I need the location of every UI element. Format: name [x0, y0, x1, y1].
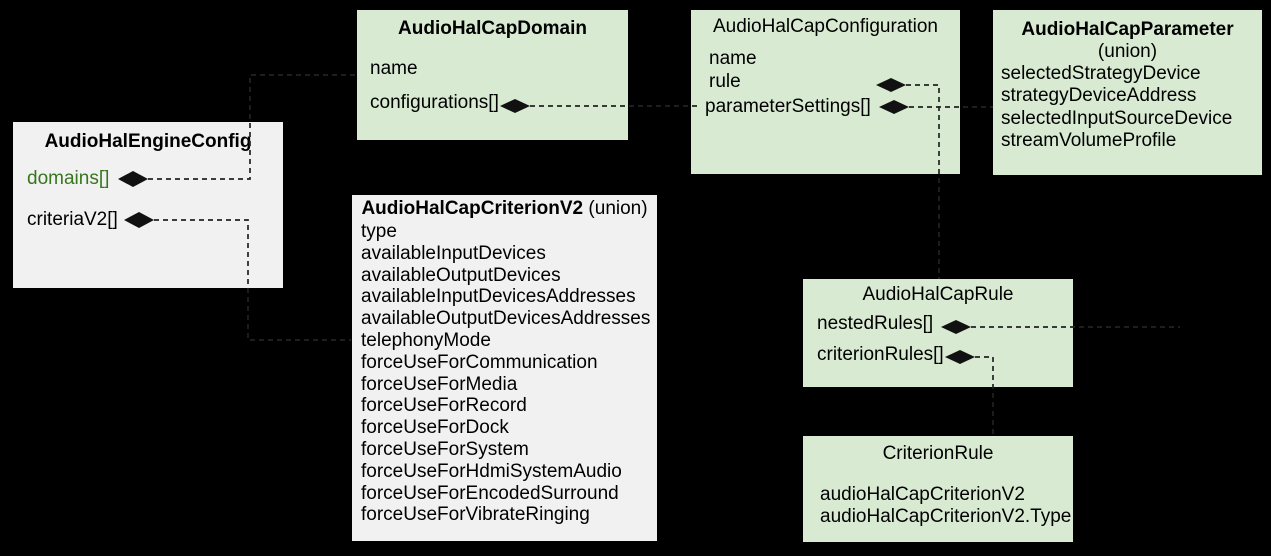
class-title-audiohalengineconfig: AudioHalEngineConfig — [44, 131, 252, 152]
field-name: name — [370, 58, 418, 79]
field-parameter-settings: parameterSettings[] — [705, 96, 871, 117]
field-criterion-rules: criterionRules[] — [817, 344, 944, 365]
class-box-audiohalcapdomain: AudioHalCapDomain name configurations[] — [357, 10, 628, 140]
class-box-audiohalcapconfiguration: AudioHalCapConfiguration name rule param… — [691, 10, 960, 174]
field-criteria-v2: criteriaV2[] — [27, 209, 118, 230]
class-box-audiohalcapparameter: AudioHalCapParameter (union) selectedStr… — [993, 10, 1262, 175]
class-title-audiohalcapparameter: AudioHalCapParameter — [1021, 19, 1234, 40]
field-domains: domains[] — [27, 168, 110, 189]
class-title-text: AudioHalCapCriterionV2 — [361, 198, 584, 219]
field-stream-volume-profile: streamVolumeProfile — [1001, 129, 1177, 151]
field-selected-strategy-device: selectedStrategyDevice — [1001, 63, 1201, 84]
class-title-audiohalcapconfiguration: AudioHalCapConfiguration — [713, 16, 938, 37]
field-available-input-devices: availableInputDevices — [361, 242, 546, 264]
field-force-use-for-communication: forceUseForCommunication — [361, 351, 598, 373]
field-available-output-devices: availableOutputDevices — [361, 264, 561, 286]
class-subtitle-union: (union) — [1097, 41, 1158, 62]
class-title-audiohalcapdomain: AudioHalCapDomain — [398, 18, 587, 39]
field-rule: rule — [709, 71, 741, 92]
field-force-use-for-system: forceUseForSystem — [361, 438, 529, 460]
class-box-audiohalcaprule: AudioHalCapRule nestedRules[] criterionR… — [803, 279, 1073, 387]
field-selected-input-source-device: selectedInputSourceDevice — [1001, 107, 1233, 129]
field-configurations: configurations[] — [370, 92, 499, 113]
field-name: name — [709, 48, 757, 69]
field-telephony-mode: telephonyMode — [361, 329, 491, 351]
field-available-output-devices-addresses: availableOutputDevicesAddresses — [361, 308, 651, 330]
class-title-criterionrule: CriterionRule — [882, 443, 994, 464]
field-audiohalcapcriterionv2-type: audioHalCapCriterionV2.Type — [820, 506, 1072, 527]
class-box-criterionrule: CriterionRule audioHalCapCriterionV2 aud… — [803, 436, 1073, 542]
field-force-use-for-record: forceUseForRecord — [361, 395, 527, 417]
field-force-use-for-media: forceUseForMedia — [361, 373, 518, 395]
class-box-audiohalcapcriterionv2: AudioHalCapCriterionV2 (union) type avai… — [352, 195, 657, 541]
field-list-audiohalcapcriterionv2: type availableInputDevices availableOutp… — [361, 221, 650, 526]
field-force-use-for-vibrate-ringing: forceUseForVibrateRinging — [361, 504, 590, 526]
field-force-use-for-hdmi-system-audio: forceUseForHdmiSystemAudio — [361, 460, 622, 482]
class-title-audiohalcaprule: AudioHalCapRule — [862, 284, 1014, 305]
field-force-use-for-encoded-surround: forceUseForEncodedSurround — [361, 482, 619, 504]
field-strategy-device-address: strategyDeviceAddress — [1001, 85, 1197, 107]
field-nested-rules: nestedRules[] — [817, 313, 934, 334]
field-force-use-for-dock: forceUseForDock — [361, 417, 509, 439]
class-title-audiohalcapcriterionv2: AudioHalCapCriterionV2 (union) — [352, 198, 657, 220]
field-available-input-devices-addresses: availableInputDevicesAddresses — [361, 286, 636, 308]
class-title-union-suffix: (union) — [583, 198, 648, 219]
field-audiohalcapcriterionv2: audioHalCapCriterionV2 — [820, 484, 1025, 505]
field-type: type — [361, 221, 397, 242]
class-box-audiohalengineconfig: AudioHalEngineConfig domains[] criteriaV… — [13, 122, 283, 288]
field-list-audiohalcapparameter: selectedStrategyDevice strategyDeviceAdd… — [1001, 63, 1232, 152]
